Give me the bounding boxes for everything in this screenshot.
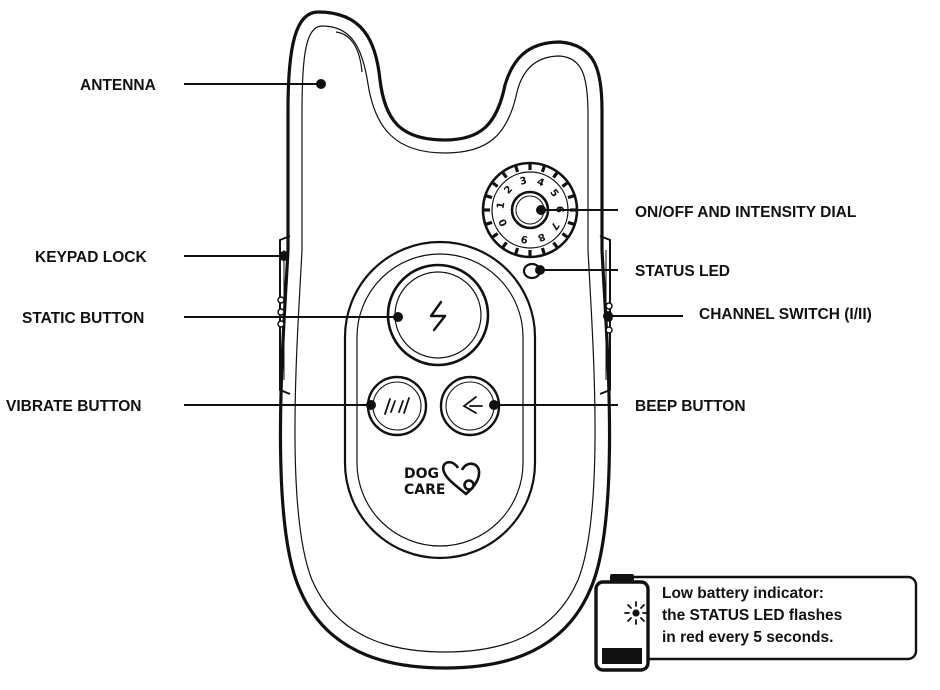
- dial-number: 1: [495, 201, 507, 210]
- dial-number: 0: [497, 217, 510, 228]
- dial-teeth: [484, 164, 576, 256]
- static-bolt-icon: [429, 300, 447, 332]
- dial-tooth: [514, 247, 520, 255]
- battery-note-line-1: the STATUS LED flashes: [662, 607, 842, 624]
- label-beep-button: BEEP BUTTON: [635, 398, 746, 415]
- keypad-panel-inner: [356, 253, 524, 547]
- dial-tooth: [501, 241, 508, 249]
- label-static-button: STATIC BUTTON: [22, 310, 144, 327]
- beep-button[interactable]: [439, 375, 501, 437]
- leader-vibrate-button: [184, 400, 376, 410]
- leader-antenna: [184, 79, 326, 89]
- dial-tooth: [567, 194, 575, 200]
- paw-heart-icon: [441, 460, 481, 496]
- led-flash-icon: [624, 601, 648, 625]
- dial-tooth: [561, 232, 569, 239]
- leader-static-button: [184, 312, 403, 322]
- label-antenna: ANTENNA: [80, 77, 156, 94]
- label-status-led: STATUS LED: [635, 263, 730, 280]
- logo-line-2: CARE: [404, 482, 445, 498]
- battery-icon: [594, 574, 650, 672]
- dial-tooth: [491, 232, 499, 239]
- logo-line-1: DOG: [404, 466, 439, 482]
- dog-care-logo: DOG CARE: [404, 460, 481, 498]
- antenna-highlight: [335, 31, 363, 73]
- body-inner-contour: [294, 25, 596, 653]
- dial-tooth: [567, 220, 575, 226]
- leader-dial: [536, 205, 618, 215]
- dial-tooth: [514, 165, 520, 173]
- leader-keypad-lock: [184, 251, 289, 261]
- dial-tooth: [561, 181, 569, 188]
- label-keypad-lock: KEYPAD LOCK: [35, 249, 147, 266]
- dial-number: 7: [548, 220, 561, 232]
- dial-number: 4: [535, 177, 545, 190]
- battery-note-line-2: in red every 5 seconds.: [662, 629, 833, 646]
- dial-number: 8: [536, 230, 547, 243]
- leader-channel-switch: [603, 311, 683, 321]
- beep-icon: [462, 396, 483, 414]
- dial-tooth: [552, 171, 559, 179]
- leader-status-led: [535, 265, 618, 275]
- dial-tooth: [501, 171, 508, 179]
- battery-note: Low battery indicator: the STATUS LED fl…: [594, 574, 918, 672]
- vibrate-icon: [384, 397, 410, 415]
- dial-number: 9: [520, 232, 529, 244]
- dial-number: 3: [519, 176, 528, 188]
- leader-beep-button: [489, 400, 618, 410]
- vibrate-button[interactable]: [366, 375, 428, 437]
- dial-tooth: [485, 220, 493, 226]
- dial-tooth: [540, 165, 546, 173]
- static-button[interactable]: [386, 263, 490, 367]
- dial-tooth: [552, 241, 559, 249]
- label-vibrate-button: VIBRATE BUTTON: [6, 398, 141, 415]
- battery-note-title: Low battery indicator:: [662, 585, 824, 602]
- label-dial: ON/OFF AND INTENSITY DIAL: [635, 204, 856, 221]
- dial-tooth: [540, 247, 546, 255]
- dial-tooth: [491, 181, 499, 188]
- keypad-lock-switch[interactable]: [277, 235, 291, 395]
- label-channel-switch: CHANNEL SWITCH (I/II): [699, 306, 872, 323]
- dial-tooth: [485, 194, 493, 200]
